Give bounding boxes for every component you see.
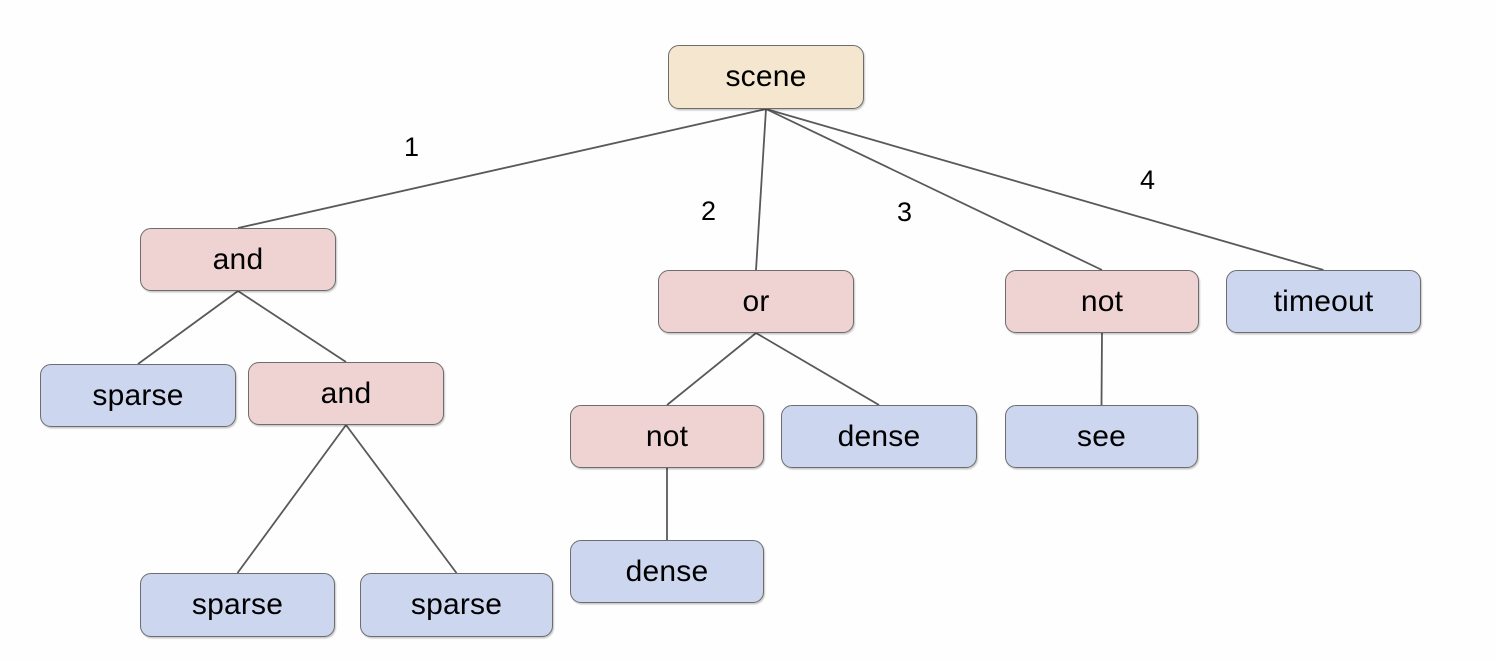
tree-node-scene[interactable]: scene <box>668 45 864 109</box>
tree-node-label: timeout <box>1273 284 1374 318</box>
tree-node-not2[interactable]: not <box>570 405 764 468</box>
tree-node-label: dense <box>837 419 921 453</box>
tree-edge-scene-to-timeout1 <box>765 108 1324 271</box>
tree-edge-scene-to-or1 <box>755 108 767 271</box>
tree-node-label: sparse <box>191 588 284 621</box>
tree-edge-or1-to-dense1 <box>755 332 880 406</box>
tree-edge-scene-to-not1 <box>765 108 1103 271</box>
tree-node-label: sparse <box>410 588 503 621</box>
tree-node-label: and <box>212 242 264 276</box>
tree-node-label: see <box>1077 419 1126 453</box>
tree-node-dense2[interactable]: dense <box>570 540 764 603</box>
tree-edge-not1-to-see1 <box>1100 332 1103 406</box>
tree-node-and1[interactable]: and <box>140 228 336 291</box>
edge-label-2: 2 <box>701 196 717 226</box>
tree-edge-or1-to-not2 <box>666 332 757 406</box>
tree-node-and2[interactable]: and <box>248 362 444 425</box>
tree-node-or1[interactable]: or <box>658 270 854 333</box>
tree-node-timeout1[interactable]: timeout <box>1226 270 1421 333</box>
tree-edge-and2-to-sparse2 <box>236 424 347 574</box>
tree-node-label: or <box>742 284 770 318</box>
tree-node-sparse2[interactable]: sparse <box>140 573 335 637</box>
tree-node-dense1[interactable]: dense <box>781 405 977 468</box>
tree-node-label: scene <box>725 60 807 93</box>
tree-edge-and2-to-sparse3 <box>345 424 458 574</box>
tree-edge-and1-to-sparse1 <box>137 290 239 365</box>
tree-node-label: not <box>1080 284 1124 318</box>
edge-label-1: 1 <box>404 132 420 162</box>
tree-node-sparse3[interactable]: sparse <box>360 573 553 637</box>
tree-node-label: and <box>320 376 372 410</box>
edge-label-4: 4 <box>1140 165 1156 195</box>
tree-edge-and1-to-and2 <box>237 290 347 363</box>
tree-node-label: sparse <box>92 378 184 412</box>
tree-node-label: not <box>645 419 689 453</box>
edge-label-3: 3 <box>897 197 913 227</box>
tree-node-not1[interactable]: not <box>1005 270 1199 333</box>
tree-edge-scene-to-and1 <box>237 108 767 229</box>
tree-node-sparse1[interactable]: sparse <box>40 364 236 427</box>
tree-node-label: dense <box>625 554 709 588</box>
tree-node-see1[interactable]: see <box>1005 405 1198 468</box>
